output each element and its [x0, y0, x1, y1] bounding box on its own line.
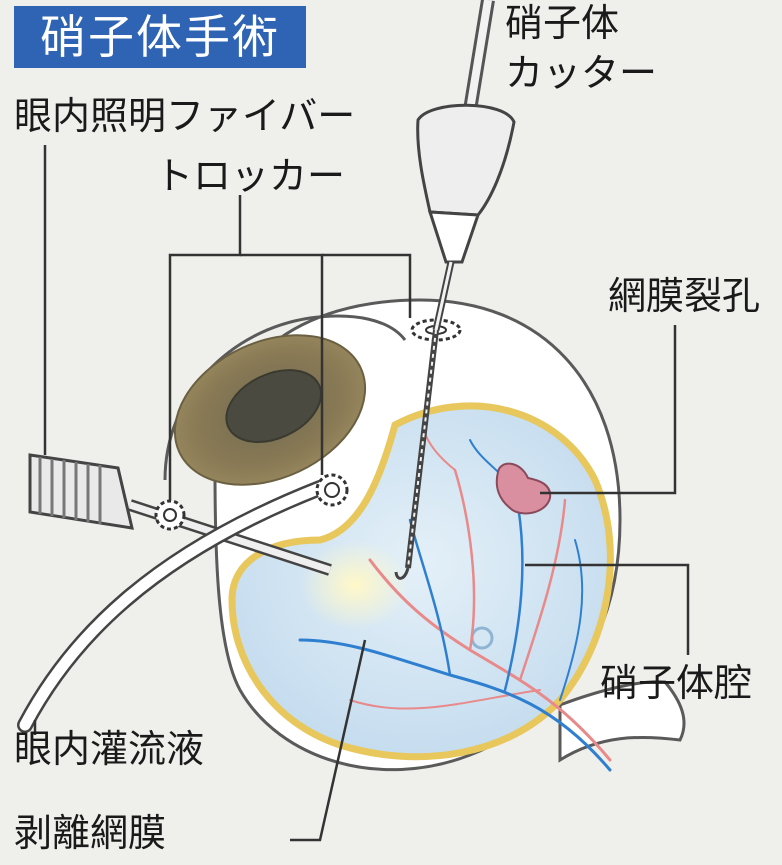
trocar-center	[317, 475, 347, 505]
detached-retina-label: 剥離網膜	[14, 812, 166, 856]
vitreous-cavity-label: 硝子体腔	[600, 662, 752, 706]
trocar-left	[156, 501, 184, 529]
light-glow	[300, 540, 410, 630]
retinal-tear-label: 網膜裂孔	[608, 275, 760, 319]
cutter-label-line1: 硝子体	[505, 2, 619, 46]
light-fiber-label: 眼内照明ファイバー	[14, 95, 355, 139]
infusion-label: 眼内灌流液	[14, 728, 204, 772]
page-title: 硝子体手術	[14, 6, 306, 68]
cutter-label-line2: カッター	[505, 52, 657, 96]
trocar-label: トロッカー	[155, 155, 345, 199]
